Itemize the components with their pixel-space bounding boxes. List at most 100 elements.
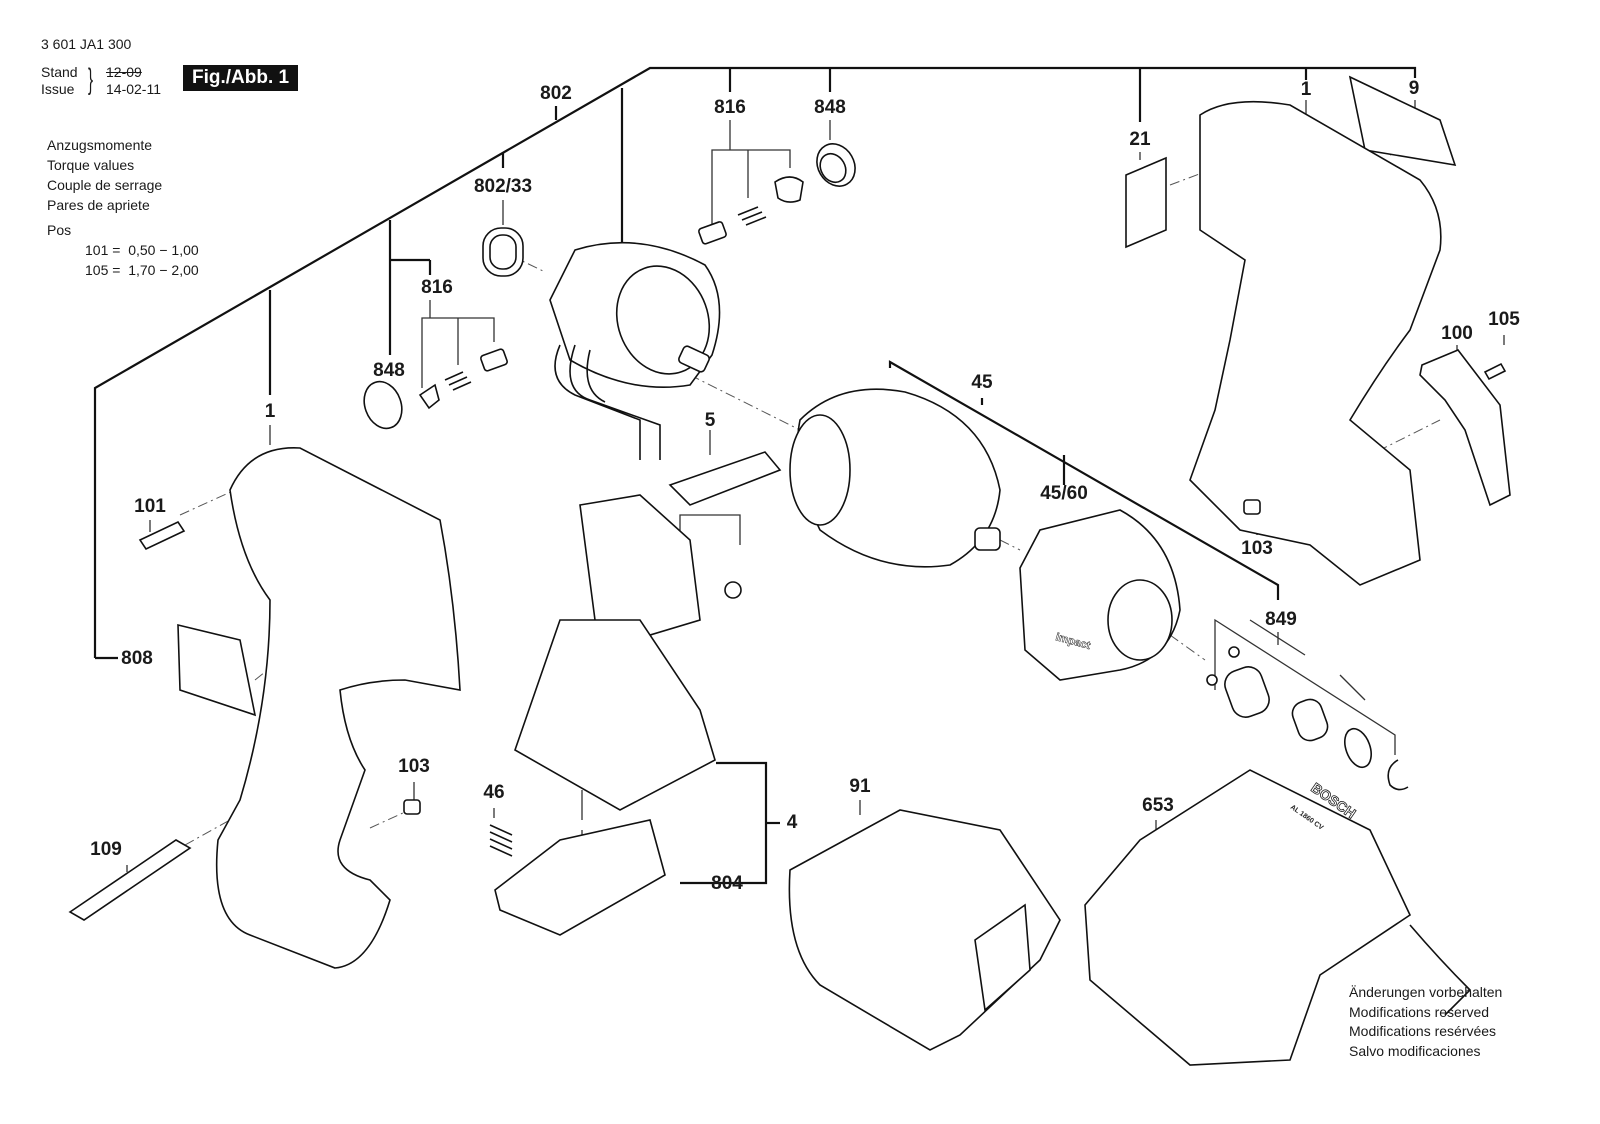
leader-849-b: [1339, 674, 1366, 701]
motor-wires: [554, 344, 661, 460]
spring-top: [737, 206, 767, 226]
part-label-653[interactable]: 653: [1142, 795, 1174, 816]
part-label-816-left[interactable]: 816: [421, 277, 453, 298]
centerline-849: [1169, 634, 1206, 661]
battery-vent: [974, 903, 1031, 1012]
old-date: 12-09: [106, 64, 142, 80]
screw-105: [1483, 362, 1507, 381]
centerline-101: [179, 489, 236, 516]
label-808: [177, 623, 257, 717]
right-housing-part: [1189, 100, 1442, 586]
leader-849-a: [1249, 619, 1306, 656]
anvil: [974, 527, 1001, 551]
part-label-816-top[interactable]: 816: [714, 97, 746, 118]
spring-left: [444, 371, 472, 391]
leader-bracket-4: [680, 761, 768, 885]
part-label-5[interactable]: 5: [704, 410, 716, 431]
label-21: [1125, 156, 1167, 249]
belt-clip-100: [1419, 349, 1511, 507]
part-label-46[interactable]: 46: [483, 782, 505, 803]
leader-lines: [93, 66, 1417, 885]
motor-shaft: [678, 345, 710, 373]
part-label-21[interactable]: 21: [1129, 129, 1151, 150]
torque-pos: 105 =: [85, 262, 121, 278]
torque-range: 1,70 − 2,00: [128, 262, 199, 278]
stand-label: Stand: [41, 64, 78, 80]
switch-plate-part: [668, 451, 782, 506]
screw-101: [138, 520, 186, 551]
torque-row-101: 101 = 0,50 − 1,00: [47, 240, 199, 260]
mod-line-fr: Modifications resérvées: [1349, 1023, 1497, 1039]
left-housing-part: [215, 447, 461, 969]
part-label-109[interactable]: 109: [90, 839, 122, 860]
mod-line-en: Modifications reserved: [1349, 1003, 1490, 1020]
part-label-802-33[interactable]: 802/33: [473, 176, 533, 197]
part-label-1-left[interactable]: 1: [264, 401, 276, 422]
part-label-103-right[interactable]: 103: [1241, 538, 1273, 559]
figure-label: Fig./Abb. 1: [183, 65, 299, 91]
part-label-802[interactable]: 802: [540, 83, 572, 104]
torque-line-en: Torque values: [47, 157, 135, 173]
part-label-101[interactable]: 101: [134, 496, 166, 517]
thin-leaders: [126, 100, 1505, 885]
part-label-91[interactable]: 91: [849, 776, 871, 797]
torque-line-es: Pares de apriete: [47, 197, 150, 213]
part-label-848-top[interactable]: 848: [814, 97, 846, 118]
torque-note: Anzugsmomente Torque values Couple de se…: [47, 135, 199, 280]
brace-icon: }: [88, 63, 94, 96]
spring-46: [489, 824, 513, 857]
switch-led: [724, 581, 742, 599]
carbon-brush-top: [698, 221, 727, 245]
switch-part: [579, 494, 701, 636]
retaining-ring: [1344, 727, 1372, 769]
torque-pos: 101 =: [85, 242, 121, 258]
leader-frame-main: [93, 66, 1417, 658]
charger-653: [1084, 769, 1412, 1066]
part-label-4[interactable]: 4: [786, 812, 798, 833]
bit-109: [68, 839, 192, 921]
centerline-motor-gear: [689, 374, 801, 431]
o-ring-inner: [489, 234, 517, 270]
issue-date: 14-02-11: [106, 81, 162, 97]
part-label-45[interactable]: 45: [971, 372, 993, 393]
snap-ring: [1387, 759, 1409, 791]
leader-816-top-branch: [711, 149, 791, 234]
stand-issue-block: Stand Issue: [41, 64, 78, 98]
gear-housing-flange: [789, 414, 851, 526]
torque-range: 0,50 − 1,00: [128, 242, 199, 258]
electronics-module-part: [514, 619, 716, 811]
part-label-105[interactable]: 105: [1488, 309, 1520, 330]
nut-103-left: [403, 799, 421, 815]
end-cap-top-inner: [819, 152, 847, 184]
date-block: 12-09 14-02-11: [106, 64, 161, 98]
pos-label: Pos: [47, 222, 72, 238]
part-label-808[interactable]: 808: [121, 648, 153, 669]
centerline-109: [184, 819, 231, 846]
label-9: [1348, 75, 1457, 167]
issue-label: Issue: [41, 81, 75, 97]
part-label-849[interactable]: 849: [1265, 609, 1297, 630]
part-number: 3 601 JA1 300: [41, 36, 132, 52]
part-label-9[interactable]: 9: [1408, 78, 1420, 99]
part-label-45-60[interactable]: 45/60: [1040, 483, 1088, 504]
part-label-103-left[interactable]: 103: [398, 756, 430, 777]
contact-plate-part: [494, 819, 666, 936]
ball-2: [1206, 674, 1218, 686]
torque-line-fr: Couple de serrage: [47, 177, 163, 193]
part-label-848-left[interactable]: 848: [373, 360, 405, 381]
chuck-sleeve: [1224, 666, 1270, 718]
leader-frame-45: [888, 360, 1280, 600]
modifications-note: Änderungen vorbehalten Modifications res…: [1349, 983, 1502, 1061]
torque-row-105: 105 = 1,70 − 2,00: [47, 260, 199, 280]
mod-line-es: Salvo modificaciones: [1349, 1042, 1481, 1059]
centerline-103-left: [369, 811, 406, 829]
brush-holder-left: [418, 383, 440, 410]
ball-1: [1228, 646, 1240, 658]
torque-line-de: Anzugsmomente: [47, 137, 153, 153]
part-label-804[interactable]: 804: [711, 873, 743, 894]
part-label-1-right[interactable]: 1: [1300, 79, 1312, 100]
leader-849-branch: [1214, 618, 1396, 755]
end-cap-left: [363, 380, 403, 430]
part-label-100[interactable]: 100: [1441, 323, 1473, 344]
